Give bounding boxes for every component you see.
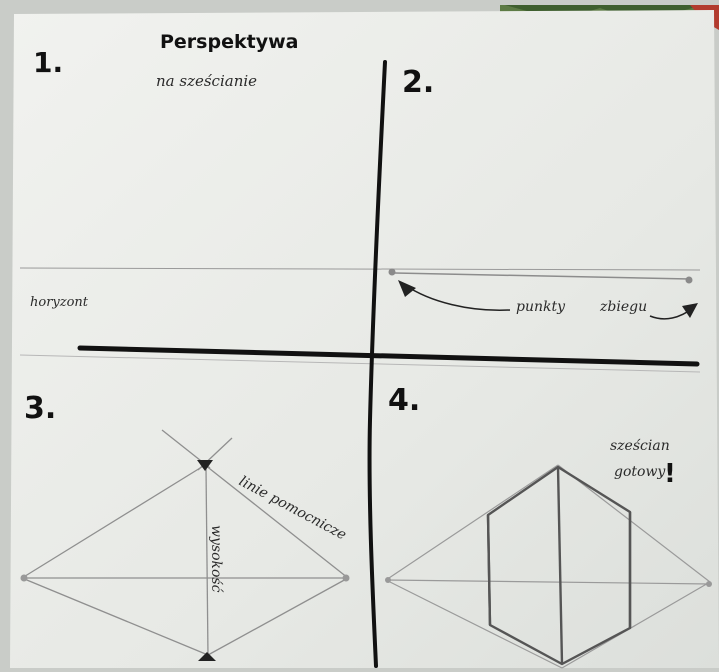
vanishing-point-left [388,268,396,276]
panel-number-3: 3. [24,391,56,426]
page-subtitle: na sześcianie [156,72,257,90]
label-cube-1: sześcian [610,438,670,454]
paper-sheet [10,10,719,668]
vertical-divider [367,60,387,668]
label-cube-2: gotowy [614,464,666,480]
arrow-left [404,284,511,312]
horizon-line [19,267,701,271]
cube [486,465,632,666]
label-vanishing-2: zbiegu [599,299,647,315]
horizontal-divider [77,345,700,367]
label-horizon: horyzont [30,295,89,310]
panel-4-construction [385,464,711,669]
label-exclamation: ! [664,459,676,489]
page-title: Perspektywa [160,31,298,53]
label-vanishing-1: punkty [516,299,566,315]
vanishing-point-right [685,276,693,284]
panel-number-1: 1. [33,46,63,79]
label-height: wysokość [208,525,224,593]
panel-number-2: 2. [402,65,434,100]
panel-number-4: 4. [388,383,420,418]
